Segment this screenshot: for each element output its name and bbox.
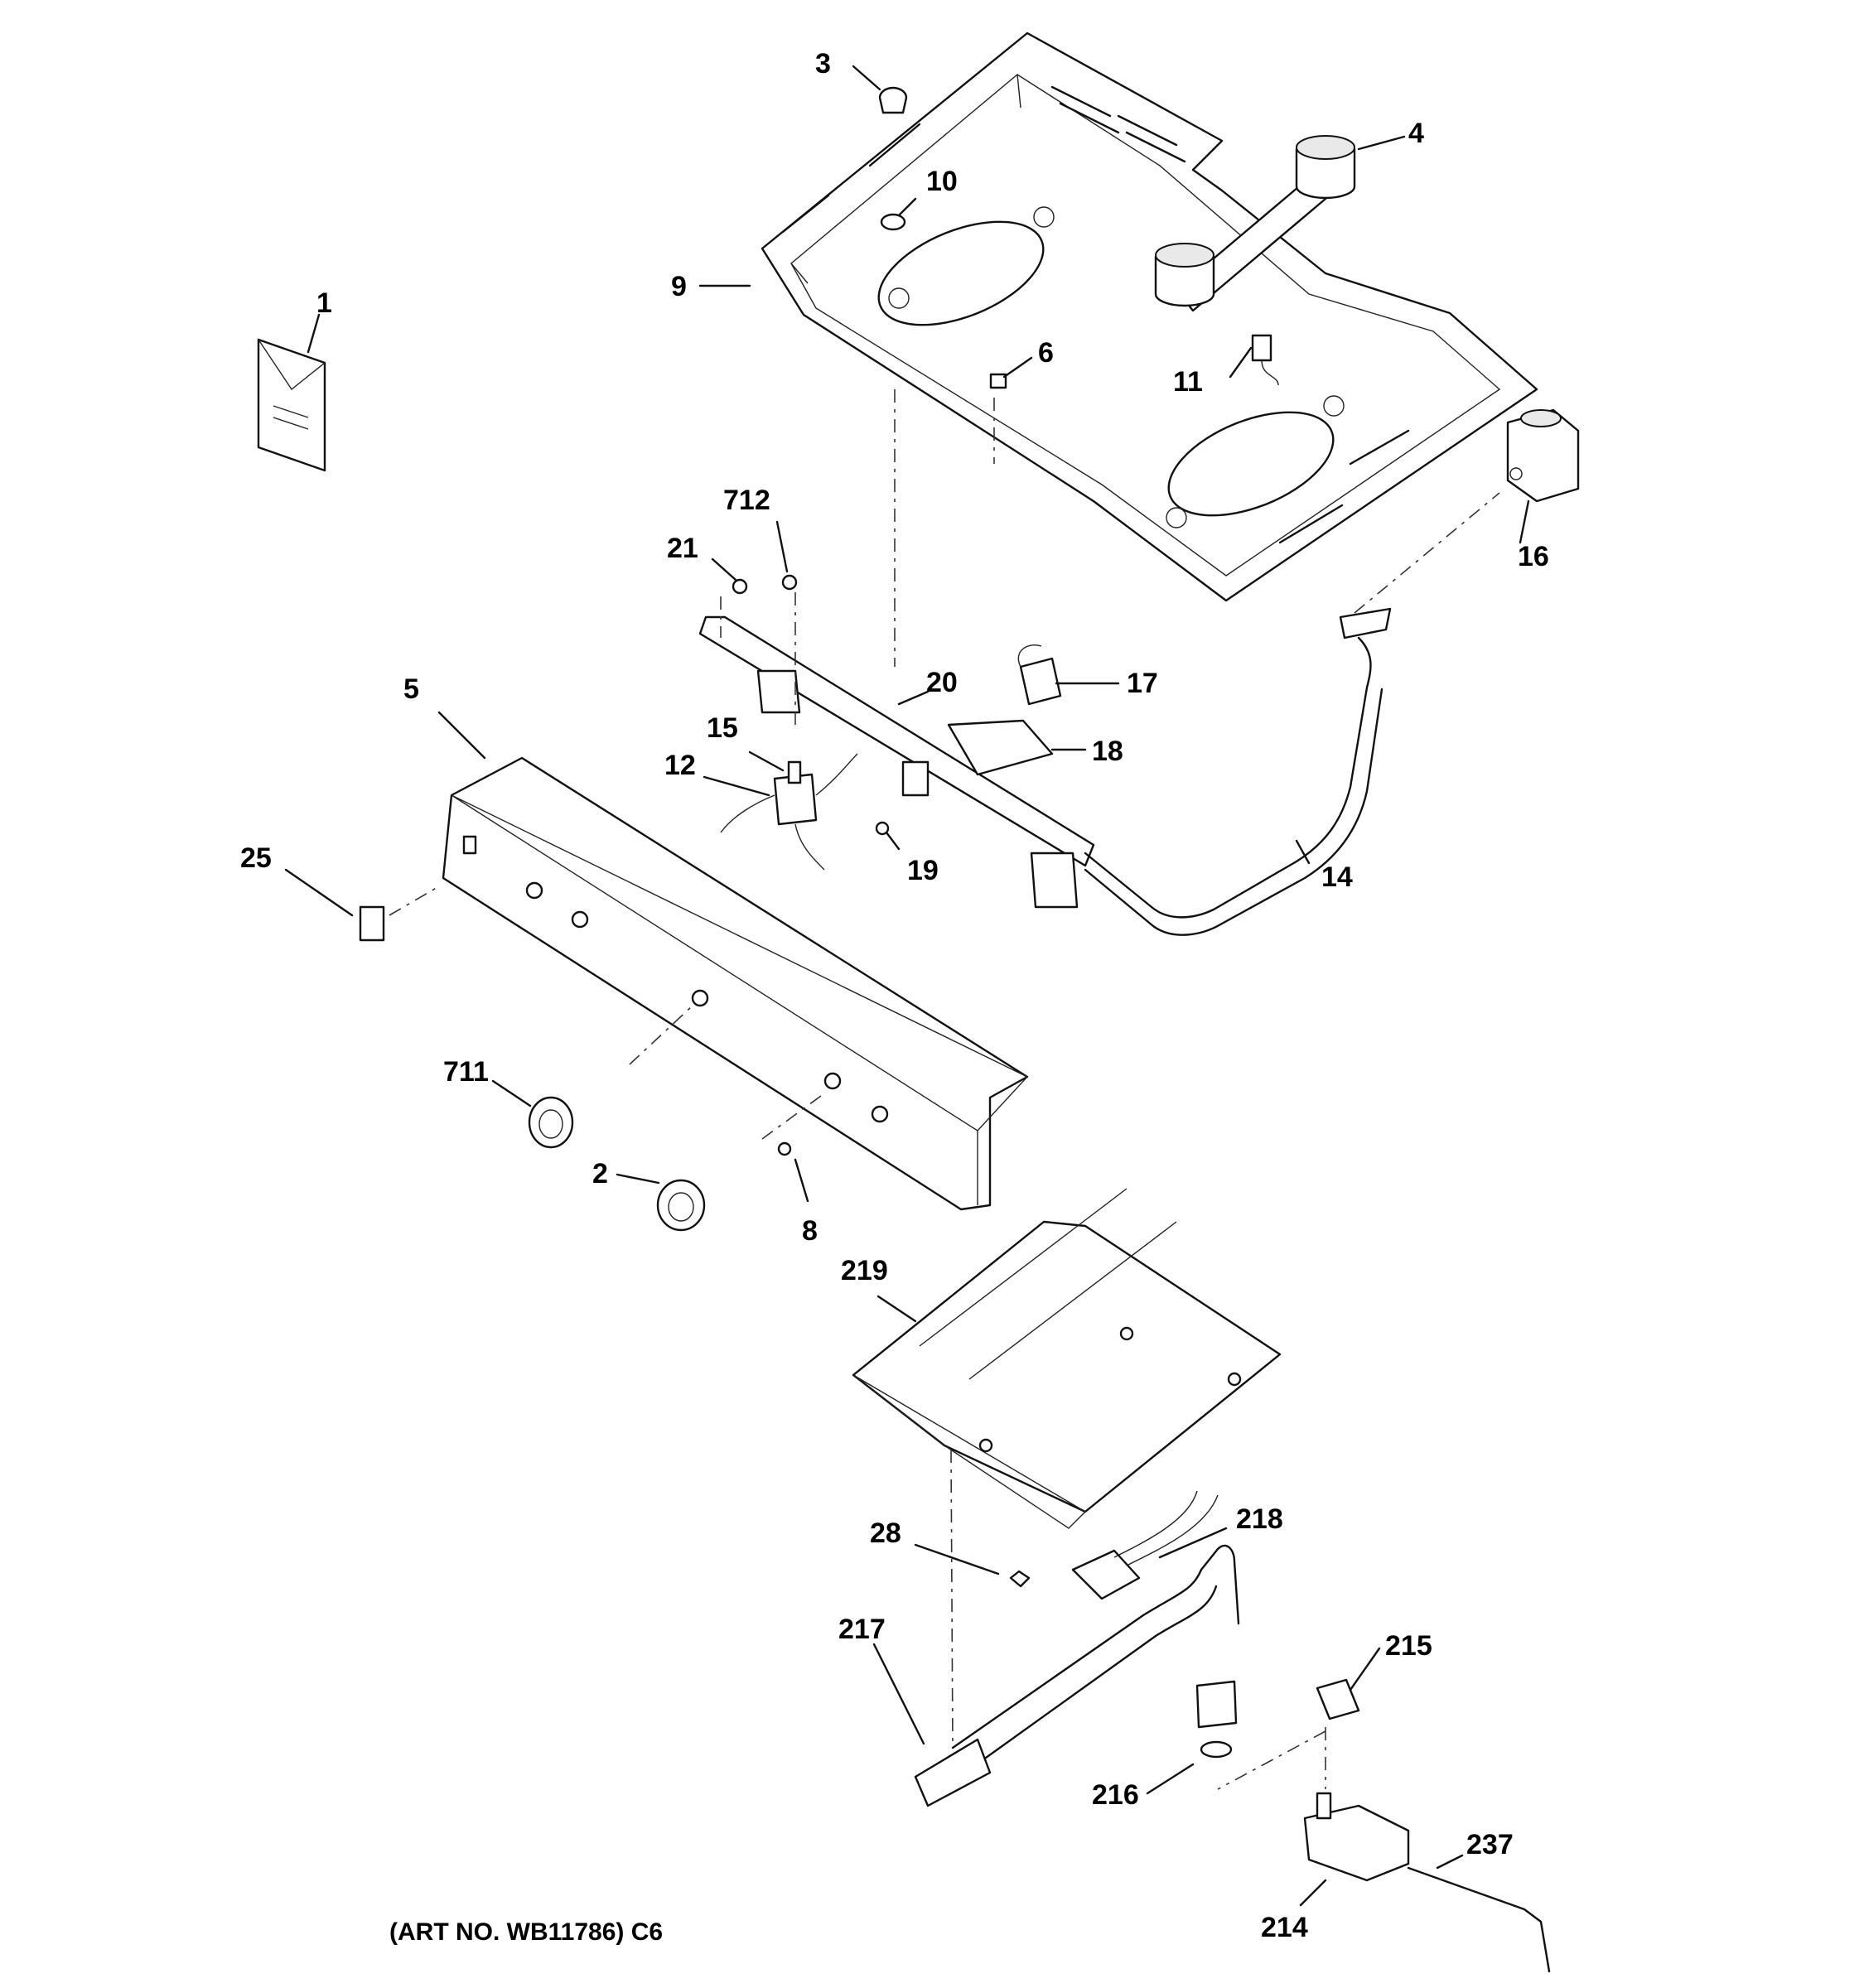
callout-18: 18 (1092, 736, 1123, 767)
ignitor-switch-part-12 (720, 753, 858, 871)
screw-part-21 (732, 578, 748, 595)
callout-219: 219 (841, 1255, 888, 1286)
callout-5: 5 (403, 673, 419, 705)
literature-packet-part-1 (257, 338, 326, 472)
callout-labels: 1 2 3 4 5 6 8 9 10 11 12 14 15 16 17 18 … (240, 48, 1549, 1943)
bracket-part-18 (947, 719, 1054, 776)
burner-heads-part-4 (1154, 135, 1356, 312)
callout-237: 237 (1466, 1829, 1514, 1860)
callout-28: 28 (870, 1518, 901, 1549)
knob-part-711 (528, 1096, 574, 1149)
callout-16: 16 (1518, 541, 1549, 572)
screw-part-6 (989, 373, 1007, 389)
callout-2: 2 (592, 1158, 608, 1189)
bracket-part-11 (1251, 334, 1279, 386)
callout-6: 6 (1038, 337, 1054, 369)
tube-part-237 (1407, 1866, 1551, 1973)
manifold-part-20 (698, 615, 1095, 909)
callout-10: 10 (926, 166, 958, 197)
ignitor-part-218 (1071, 1490, 1219, 1600)
callout-9: 9 (671, 271, 687, 302)
callout-4: 4 (1408, 118, 1424, 149)
callout-217: 217 (838, 1614, 886, 1645)
bottom-plate-part-219 (852, 1188, 1282, 1529)
callout-12: 12 (664, 750, 696, 781)
clip-part-25 (359, 905, 385, 942)
burner-bracket (914, 1738, 992, 1807)
art-number-footer: (ART NO. WB11786) C6 (389, 1918, 664, 1946)
grommet-part-10 (880, 213, 906, 231)
callout-15: 15 (707, 712, 738, 744)
screw-part-712 (781, 574, 798, 591)
regulator-part-16 (1506, 408, 1580, 503)
callout-17: 17 (1127, 668, 1158, 699)
screw-part-8 (777, 1141, 792, 1156)
callout-20: 20 (926, 667, 958, 698)
callout-214: 214 (1261, 1912, 1308, 1943)
knob-part-2 (656, 1179, 706, 1232)
callout-218: 218 (1236, 1503, 1283, 1535)
orifice-part-216 (1200, 1740, 1233, 1759)
callout-215: 215 (1385, 1630, 1432, 1662)
callout-3: 3 (815, 48, 831, 80)
valve-part-214 (1303, 1792, 1410, 1882)
tube-fitting (1339, 607, 1392, 639)
callout-19: 19 (907, 855, 939, 886)
bracket-part-215 (1316, 1678, 1360, 1720)
spring-part-28 (1009, 1570, 1031, 1588)
callout-711: 711 (443, 1056, 489, 1088)
gas-tube-part-14 (1084, 636, 1372, 919)
callout-14: 14 (1321, 861, 1353, 893)
leader-lines (284, 65, 1530, 1907)
callout-8: 8 (802, 1215, 818, 1247)
switch-part-17 (1017, 644, 1062, 706)
screw-part-19 (875, 821, 890, 836)
burner-tube-part-217 (951, 1544, 1240, 1749)
fastener-part-3 (878, 86, 908, 114)
callout-712: 712 (723, 485, 770, 516)
callout-25: 25 (240, 842, 272, 874)
callout-11: 11 (1173, 366, 1203, 398)
burner-box-part-9 (761, 31, 1538, 602)
callout-21: 21 (667, 533, 698, 564)
callout-1: 1 (316, 287, 332, 319)
callout-216: 216 (1092, 1779, 1139, 1811)
cup-part-216-holder (1195, 1680, 1238, 1729)
control-panel-part-5 (442, 756, 1029, 1211)
